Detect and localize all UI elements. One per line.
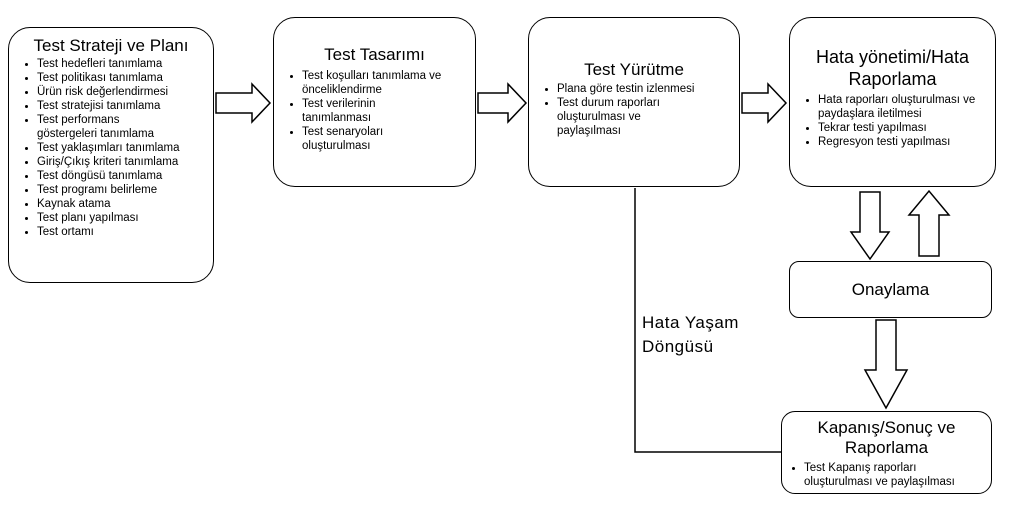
list-item: Regresyon testi yapılması [818, 135, 977, 149]
approval-box: Onaylama [789, 261, 992, 318]
list-item: Giriş/Çıkış kriteri tanımlama [37, 155, 213, 169]
lifecycle-label: Hata Yaşam Döngüsü [642, 313, 739, 356]
list-item: Test döngüsü tanımlama [37, 169, 213, 183]
list-item: Test performans göstergeleri tanımlama [37, 113, 213, 141]
up-arrow-1 [907, 189, 951, 257]
strategy-list: Test hedefleri tanımlama Test politikası… [9, 57, 213, 239]
list-item: Plana göre testin izlenmesi [557, 82, 729, 96]
defect-list: Hata raporları oluşturulması ve paydaşla… [790, 93, 995, 149]
list-item: Test planı yapılması [37, 211, 213, 225]
list-item: Test verilerinin tanımlanması [302, 97, 465, 125]
strategy-title: Test Strateji ve Planı [33, 36, 189, 55]
approval-title: Onaylama [851, 279, 930, 299]
list-item: Test senaryoları oluşturulması [302, 125, 465, 153]
list-item: Test ortamı [37, 225, 213, 239]
design-list: Test koşulları tanımlama ve önceliklendi… [274, 69, 475, 153]
closure-title: Kapanış/Sonuç ve Raporlama [817, 418, 956, 457]
list-item: Test durum raporları oluşturulması ve pa… [557, 96, 729, 138]
down-arrow-1 [849, 191, 891, 261]
list-item: Tekrar testi yapılması [818, 121, 977, 135]
list-item: Test stratejisi tanımlama [37, 99, 213, 113]
execution-title: Test Yürütme [584, 60, 684, 79]
list-item: Kaynak atama [37, 197, 213, 211]
list-item: Test koşulları tanımlama ve önceliklendi… [302, 69, 465, 97]
list-item: Test hedefleri tanımlama [37, 57, 213, 71]
execution-box: Test Yürütme Plana göre testin izlenmesi… [528, 17, 740, 187]
list-item: Test Kapanış raporları oluşturulması ve … [804, 461, 983, 489]
execution-list: Plana göre testin izlenmesi Test durum r… [529, 82, 739, 138]
right-arrow-3 [741, 82, 788, 124]
defect-box: Hata yönetimi/Hata Raporlama Hata raporl… [789, 17, 996, 187]
design-title: Test Tasarımı [324, 45, 425, 64]
list-item: Test yaklaşımları tanımlama [37, 141, 213, 155]
list-item: Ürün risk değerlendirmesi [37, 85, 213, 99]
down-arrow-2 [863, 319, 909, 410]
list-item: Test programı belirleme [37, 183, 213, 197]
lifecycle-line [634, 188, 781, 453]
defect-title: Hata yönetimi/Hata Raporlama [815, 47, 970, 89]
right-arrow-2 [477, 82, 528, 124]
design-box: Test Tasarımı Test koşulları tanımlama v… [273, 17, 476, 187]
list-item: Hata raporları oluşturulması ve paydaşla… [818, 93, 977, 121]
strategy-box: Test Strateji ve Planı Test hedefleri ta… [8, 27, 214, 283]
list-item: Test politikası tanımlama [37, 71, 213, 85]
closure-box: Kapanış/Sonuç ve Raporlama Test Kapanış … [781, 411, 992, 494]
right-arrow-1 [215, 82, 272, 124]
closure-list: Test Kapanış raporları oluşturulması ve … [782, 461, 991, 489]
